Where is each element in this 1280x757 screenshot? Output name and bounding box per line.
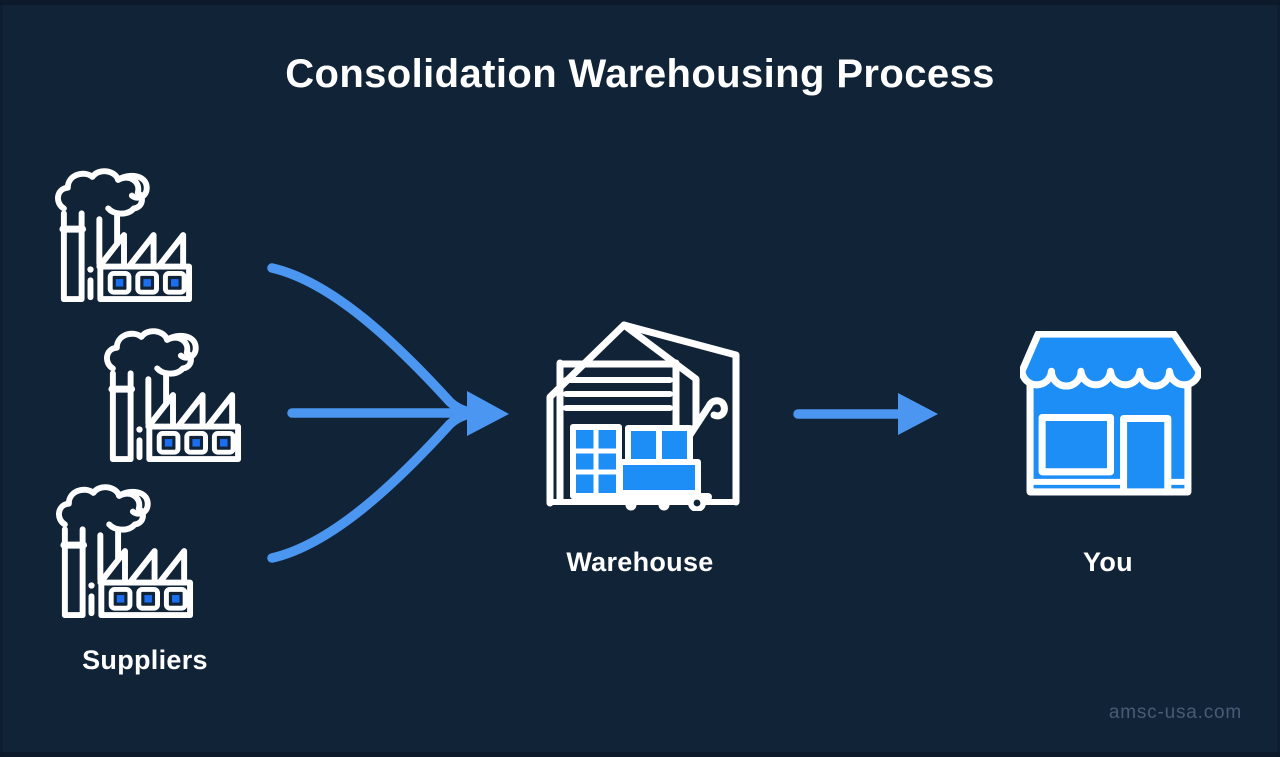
hand-truck-boxes xyxy=(617,397,728,496)
top-border xyxy=(0,0,1280,5)
factory-icon xyxy=(56,482,194,624)
factory-icon xyxy=(55,166,193,308)
watermark: amsc-usa.com xyxy=(1108,702,1242,723)
left-border xyxy=(0,0,3,757)
right-border xyxy=(1277,0,1280,757)
storefront-icon xyxy=(1020,331,1201,500)
converging-arrow xyxy=(258,250,513,580)
you-label: You xyxy=(1083,547,1133,577)
bottom-border xyxy=(0,752,1280,757)
flow-arrow xyxy=(790,388,945,440)
factory-icon xyxy=(104,326,242,468)
page-title: Consolidation Warehousing Process xyxy=(285,52,995,96)
suppliers-label: Suppliers xyxy=(82,645,208,675)
warehouse-label: Warehouse xyxy=(566,547,714,577)
warehouse-icon xyxy=(536,301,746,511)
warehouse-window xyxy=(570,424,622,499)
